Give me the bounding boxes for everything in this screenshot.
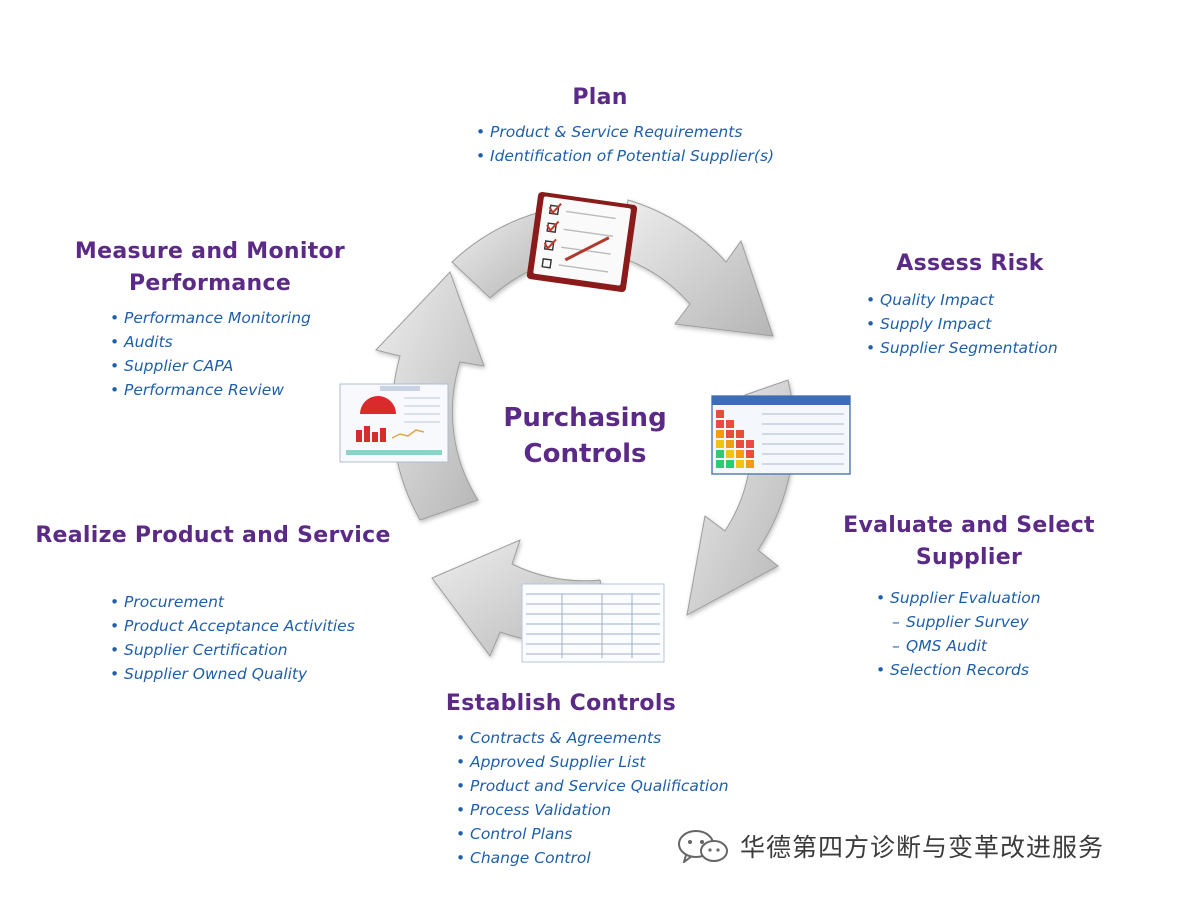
stage-realize-product-list: Procurement Product Acceptance Activitie… xyxy=(110,590,355,686)
stage-assess-risk-title: Assess Risk xyxy=(870,248,1070,280)
list-item: Supplier Survey xyxy=(876,610,1041,634)
stage-measure-monitor-title-line-2: Performance xyxy=(128,271,292,296)
stage-assess-risk-list: Quality Impact Supply Impact Supplier Se… xyxy=(866,288,1058,360)
list-item: Audits xyxy=(110,330,311,354)
cycle-arrow-plan-to-assess xyxy=(619,199,774,337)
stage-establish-controls-title: Establish Controls xyxy=(436,688,686,720)
list-item: Product & Service Requirements xyxy=(476,120,774,144)
list-item: Selection Records xyxy=(876,658,1041,682)
list-item: Supply Impact xyxy=(866,312,1058,336)
list-item: Change Control xyxy=(456,846,729,870)
list-item: Control Plans xyxy=(456,822,729,846)
list-item: Performance Review xyxy=(110,378,311,402)
list-item: Product Acceptance Activities xyxy=(110,614,355,638)
list-item: Quality Impact xyxy=(866,288,1058,312)
list-item: Supplier Certification xyxy=(110,638,355,662)
stage-evaluate-select-title: Evaluate and Select Supplier xyxy=(836,510,1102,574)
list-item: QMS Audit xyxy=(876,634,1041,658)
list-item: Identification of Potential Supplier(s) xyxy=(476,144,774,168)
stage-plan-list: Product & Service Requirements Identific… xyxy=(476,120,774,168)
stage-establish-controls-title-line: Establish Controls xyxy=(445,691,677,716)
stage-assess-risk-title-line: Assess Risk xyxy=(896,251,1044,276)
list-item: Supplier Owned Quality xyxy=(110,662,355,686)
wechat-icon xyxy=(678,830,728,863)
stage-evaluate-select-list: Supplier Evaluation Supplier Survey QMS … xyxy=(876,586,1041,682)
list-item: Product and Service Qualification xyxy=(456,774,729,798)
stage-plan-title: Plan xyxy=(500,82,700,114)
list-item: Process Validation xyxy=(456,798,729,822)
list-item: Contracts & Agreements xyxy=(456,726,729,750)
stage-establish-controls-list: Contracts & Agreements Approved Supplier… xyxy=(456,726,729,870)
list-item: Supplier Evaluation xyxy=(876,586,1041,610)
list-item: Approved Supplier List xyxy=(456,750,729,774)
risk-matrix-icon xyxy=(711,395,851,475)
control-form-document-icon xyxy=(521,583,665,663)
stage-evaluate-select-title-line-2: Supplier xyxy=(915,545,1023,570)
stage-plan-title-line: Plan xyxy=(572,85,628,110)
watermark: 华德第四方诊断与变革改进服务 xyxy=(676,828,1104,864)
stage-measure-monitor-title: Measure and Monitor Performance xyxy=(64,236,356,300)
stage-realize-product-title: Realize Product and Service xyxy=(30,520,396,552)
list-item: Supplier Segmentation xyxy=(866,336,1058,360)
center-title-line-1: Purchasing xyxy=(503,403,667,433)
center-title: Purchasing Controls xyxy=(470,400,700,472)
performance-dashboard-icon xyxy=(339,383,449,463)
stage-realize-product-title-line: Realize Product and Service xyxy=(35,523,391,548)
list-item: Procurement xyxy=(110,590,355,614)
center-title-line-2: Controls xyxy=(523,439,647,469)
list-item: Supplier CAPA xyxy=(110,354,311,378)
stage-measure-monitor-list: Performance Monitoring Audits Supplier C… xyxy=(110,306,311,402)
checklist-clipboard-icon xyxy=(526,191,638,293)
list-item: Performance Monitoring xyxy=(110,306,311,330)
stage-evaluate-select-title-line-1: Evaluate and Select xyxy=(843,513,1095,538)
watermark-text: 华德第四方诊断与变革改进服务 xyxy=(740,833,1105,862)
stage-measure-monitor-title-line-1: Measure and Monitor xyxy=(74,239,346,264)
